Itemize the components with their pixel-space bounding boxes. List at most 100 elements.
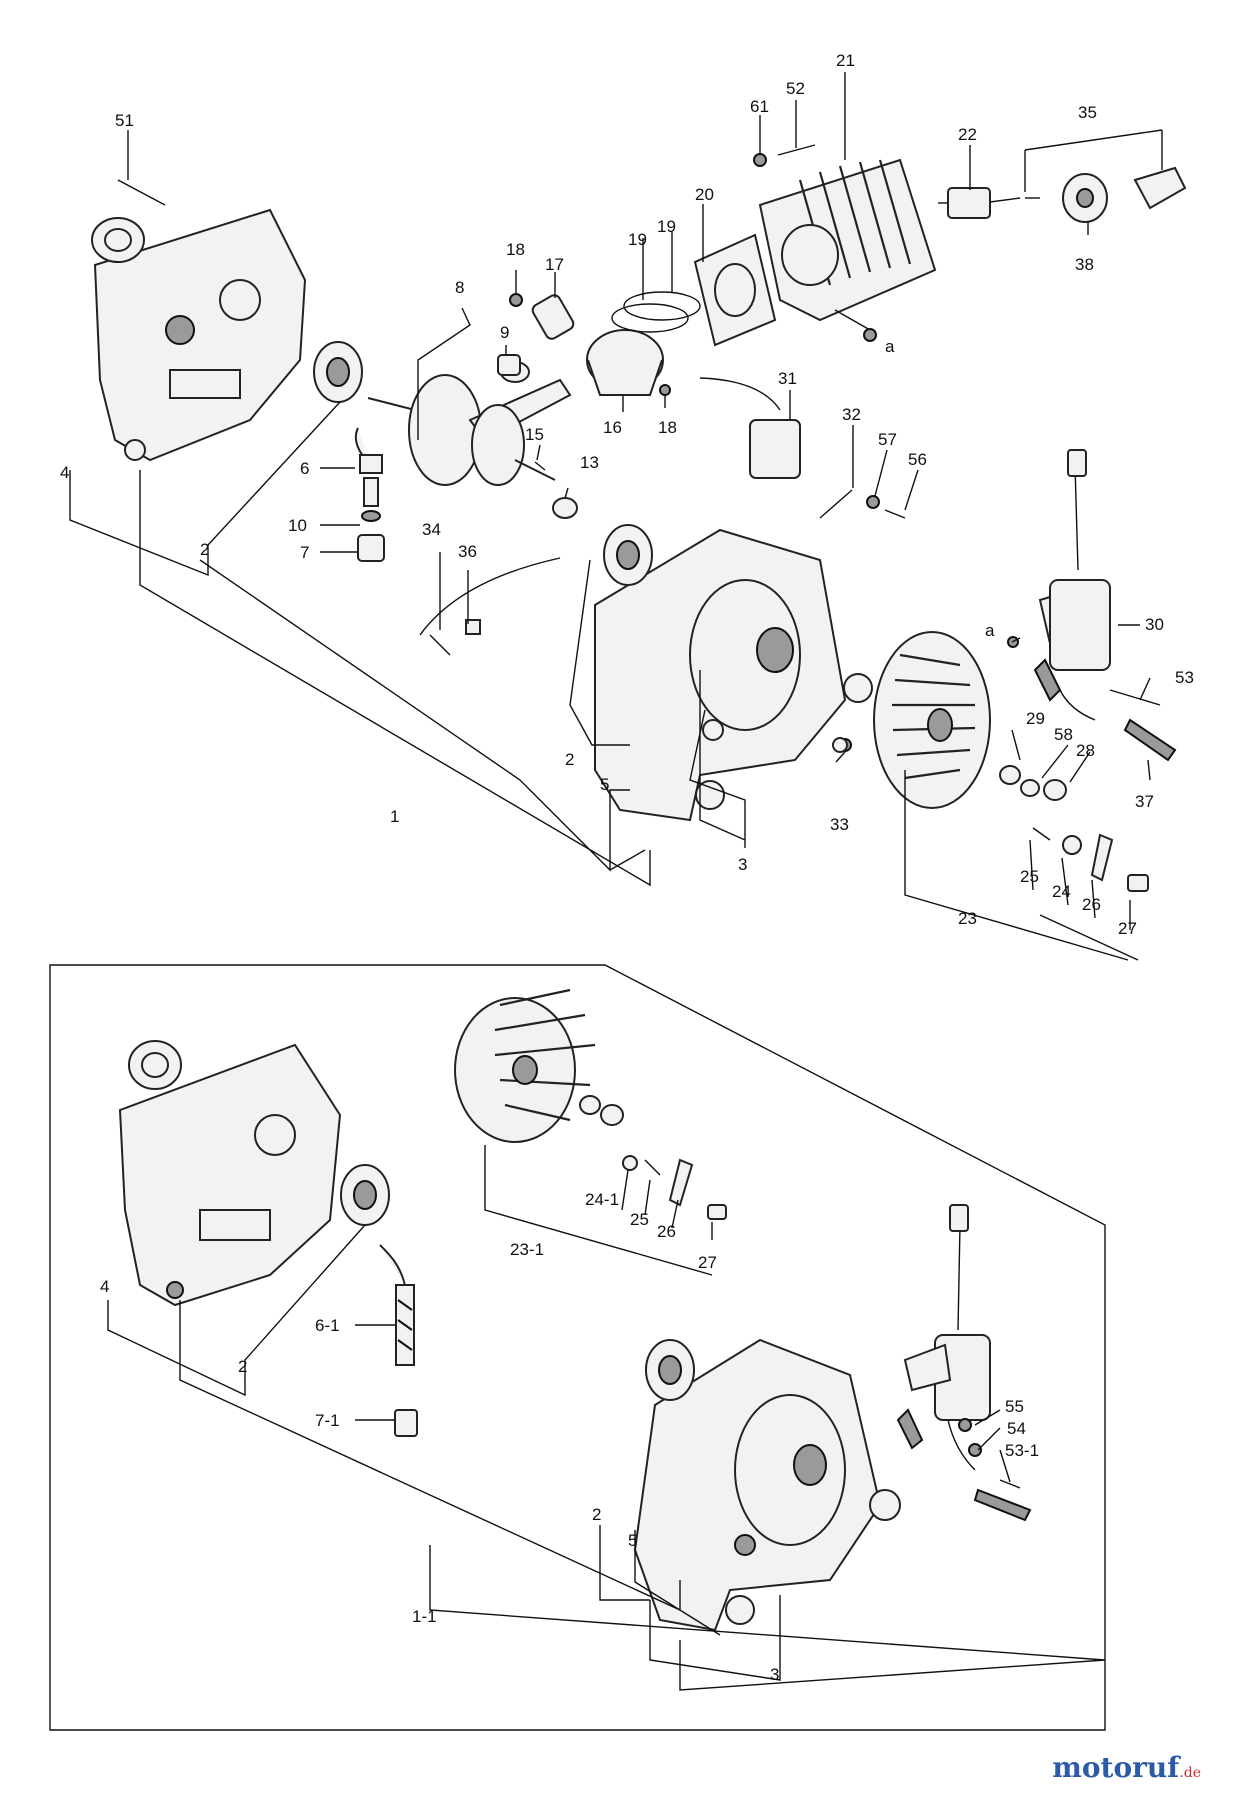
label-37: 37	[1135, 792, 1154, 811]
label-38: 38	[1075, 255, 1094, 274]
flywheel-23-1	[454, 988, 624, 1143]
ignition-coil-30	[1033, 449, 1111, 721]
label-30: 30	[1145, 615, 1164, 634]
inset-frame	[49, 964, 1106, 1731]
label-10: 10	[288, 516, 307, 535]
bolt-53-spring-37	[1109, 689, 1177, 762]
label-19b: 19	[657, 217, 676, 236]
label-a1: a	[885, 337, 895, 356]
leader-lines-top	[69, 72, 1163, 961]
piston-16-rings-19	[586, 291, 701, 396]
label-2a: 2	[200, 540, 209, 559]
label-36: 36	[458, 542, 477, 561]
bolt-53-1-washers	[958, 1418, 1032, 1522]
cylinder-21	[758, 158, 937, 331]
nut-washer-28-29-58	[999, 765, 1067, 801]
label-5-alt: 5	[628, 1531, 637, 1550]
label-15: 15	[525, 425, 544, 444]
label-34: 34	[422, 520, 441, 539]
label-22: 22	[958, 125, 977, 144]
label-56: 56	[908, 450, 927, 469]
label-18a: 18	[506, 240, 525, 259]
label-3-alt: 3	[770, 1665, 779, 1684]
crankcase-half-right-alt	[633, 1338, 882, 1632]
wire-34-36	[419, 557, 561, 656]
ignition-coil-alt	[896, 1204, 991, 1471]
label-1-1: 1-1	[412, 1607, 437, 1626]
oil-pickup-6-7-10	[354, 427, 385, 562]
label-61: 61	[750, 97, 769, 116]
crankshaft-8	[367, 361, 572, 486]
pawl-alt	[622, 1155, 727, 1220]
label-2-alt-b: 2	[592, 1505, 601, 1524]
bearing-left	[313, 341, 363, 403]
label-23-1: 23-1	[510, 1240, 544, 1259]
label-27: 27	[1118, 919, 1137, 938]
crankcase-half-left-alt	[118, 1040, 342, 1307]
label-24: 24	[1052, 882, 1071, 901]
label-35: 35	[1078, 103, 1097, 122]
spark-plug-22	[938, 187, 1021, 219]
label-25-alt: 25	[630, 1210, 649, 1229]
label-5: 5	[600, 775, 609, 794]
label-7: 7	[300, 543, 309, 562]
label-54: 54	[1007, 1419, 1026, 1438]
watermark-suffix: .de	[1179, 1765, 1201, 1781]
label-2-alt-a: 2	[238, 1357, 247, 1376]
label-4: 4	[60, 463, 69, 482]
label-24-1: 24-1	[585, 1190, 619, 1209]
label-6: 6	[300, 459, 309, 478]
label-6-1: 6-1	[315, 1316, 340, 1335]
part-labels-bottom: 4 2 6-1 7-1 23-1 24-1 25 26 27 55 54 53-…	[100, 1190, 1039, 1684]
label-1: 1	[390, 807, 399, 826]
crankcase-half-left	[91, 208, 307, 462]
label-3: 3	[738, 855, 747, 874]
label-18b: 18	[658, 418, 677, 437]
bolt-51	[117, 179, 166, 206]
label-19a: 19	[628, 230, 647, 249]
watermark-logo: motoruf.de	[1052, 1751, 1201, 1784]
label-23: 23	[958, 909, 977, 928]
label-13: 13	[580, 453, 599, 472]
label-29: 29	[1026, 709, 1045, 728]
label-32: 32	[842, 405, 861, 424]
label-33: 33	[830, 815, 849, 834]
label-57: 57	[878, 430, 897, 449]
label-53: 53	[1175, 668, 1194, 687]
bearing-right	[603, 524, 873, 752]
label-25: 25	[1020, 867, 1039, 886]
label-52: 52	[786, 79, 805, 98]
oil-pickup-6-1-7-1	[379, 1244, 418, 1437]
label-51: 51	[115, 111, 134, 130]
watermark-brand: motoruf	[1052, 1751, 1180, 1784]
label-9: 9	[500, 323, 509, 342]
label-58: 58	[1054, 725, 1073, 744]
label-17: 17	[545, 255, 564, 274]
part-labels-top: 51 61 52 21 22 35 38 18 17 19 19 20 8 9 …	[60, 51, 1194, 938]
module-31	[699, 377, 801, 479]
label-16: 16	[603, 418, 622, 437]
label-20: 20	[695, 185, 714, 204]
pawl-24-25-26-27	[1032, 827, 1149, 892]
label-27-alt: 27	[698, 1253, 717, 1272]
label-31: 31	[778, 369, 797, 388]
bearing-left-alt	[340, 1164, 390, 1226]
bolts-32-56-57	[819, 489, 906, 519]
crankcase-half-right	[594, 528, 847, 822]
bolt-52-washer-61	[753, 144, 816, 167]
leader-lines-bottom	[107, 1145, 1106, 1691]
plug-cap-35-38	[1025, 166, 1187, 223]
label-7-1: 7-1	[315, 1411, 340, 1430]
label-4-alt: 4	[100, 1277, 109, 1296]
label-2b: 2	[565, 750, 574, 769]
label-26-alt: 26	[657, 1222, 676, 1241]
gasket-20	[693, 233, 777, 347]
label-21: 21	[836, 51, 855, 70]
flywheel-23	[873, 631, 991, 809]
label-8: 8	[455, 278, 464, 297]
bearing-right-alt	[645, 1339, 901, 1521]
label-55: 55	[1005, 1397, 1024, 1416]
piston-pin-17-18	[509, 293, 671, 396]
